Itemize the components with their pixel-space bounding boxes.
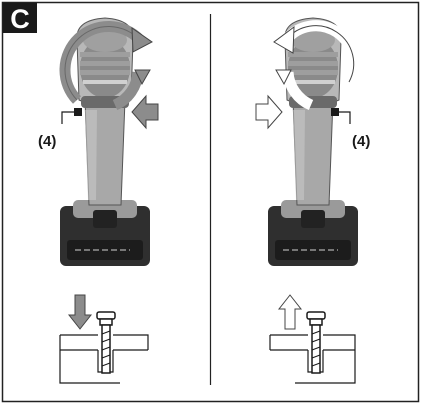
right-callout-label: (4) — [352, 133, 370, 150]
left-callout-label: (4) — [38, 133, 56, 150]
panel-letter: C — [10, 4, 30, 34]
